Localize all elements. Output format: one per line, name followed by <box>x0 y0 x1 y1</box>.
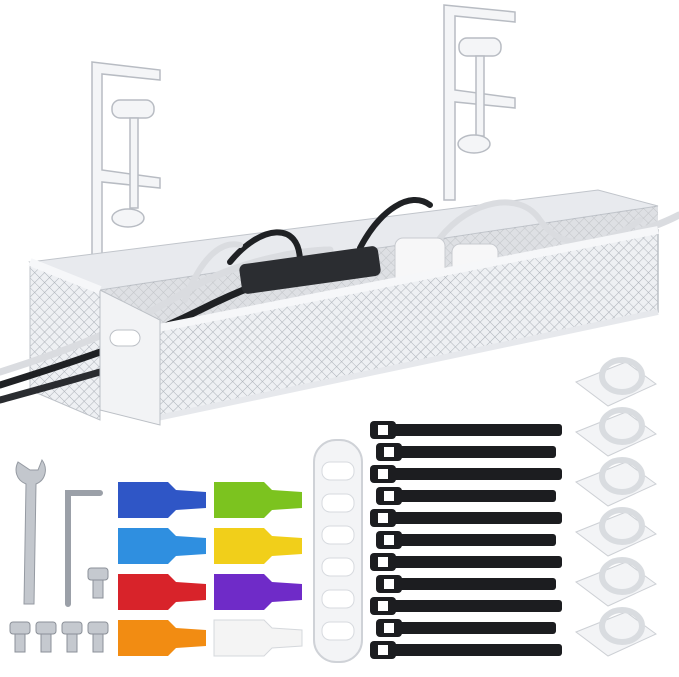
velcro-strap <box>370 509 562 527</box>
velcro-strap <box>376 443 556 461</box>
screw-icon <box>61 621 83 653</box>
adhesive-clip <box>574 557 657 607</box>
desk-clamp-left <box>91 61 161 259</box>
velcro-strap <box>376 575 556 593</box>
screw-icon <box>35 621 57 653</box>
screw-set <box>9 567 109 653</box>
color-tag <box>213 619 303 657</box>
cable-holder <box>313 439 363 663</box>
power-strip <box>239 246 381 294</box>
screw-icon <box>9 621 31 653</box>
color-tag <box>214 528 302 564</box>
holder-slot <box>321 493 355 513</box>
hex-key <box>65 490 103 607</box>
color-tag <box>118 574 206 610</box>
screw-icon <box>87 567 109 599</box>
velcro-strap <box>370 553 562 571</box>
desk-clamp-right <box>443 4 516 201</box>
color-tag <box>214 574 302 610</box>
adhesive-clip <box>574 457 657 507</box>
velcro-strap <box>370 465 562 483</box>
holder-slot <box>321 557 355 577</box>
wrench: wrench <box>15 458 46 605</box>
color-cable-tags <box>118 482 303 657</box>
adhesive-clips <box>574 357 657 657</box>
color-tag <box>118 482 206 518</box>
color-tag <box>214 482 302 518</box>
velcro-strap <box>370 641 562 659</box>
velcro-strap <box>370 597 562 615</box>
color-tag <box>118 620 206 656</box>
adhesive-clip <box>574 407 657 457</box>
color-tag <box>118 528 206 564</box>
velcro-strap <box>370 421 562 439</box>
screw-icon <box>87 621 109 653</box>
velcro-straps <box>370 421 562 659</box>
holder-slot <box>321 621 355 641</box>
holder-slot <box>321 525 355 545</box>
velcro-strap <box>376 531 556 549</box>
holder-slot <box>321 589 355 609</box>
holder-slot <box>321 461 355 481</box>
adhesive-clip <box>574 507 657 557</box>
adhesive-clip <box>574 357 657 407</box>
cable-tray <box>0 189 679 426</box>
velcro-strap <box>376 487 556 505</box>
adhesive-clip <box>574 607 657 657</box>
velcro-strap <box>376 619 556 637</box>
